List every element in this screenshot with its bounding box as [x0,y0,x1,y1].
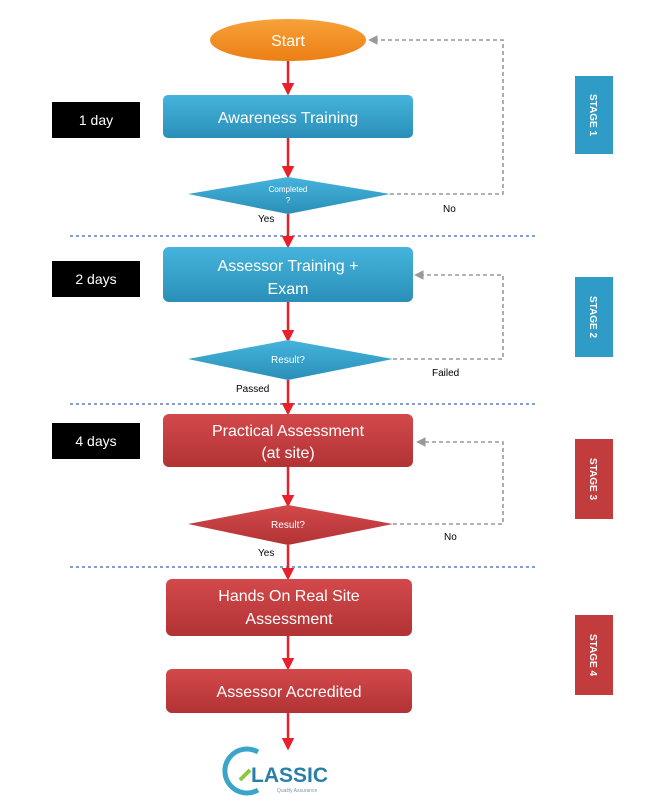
step-label: Awareness Training [218,110,358,127]
stage-3-label: STAGE 3 [587,458,598,500]
duration-label: 2 days [75,271,116,287]
decision-yes-label: Yes [258,548,274,559]
stage-2-box [575,277,613,357]
start-node [210,19,366,61]
duration-box [52,102,140,138]
decision-label: Result? [271,355,305,366]
logo-text: LASSIC [251,764,328,787]
decision-completed [188,177,390,214]
decision-result-stage3 [188,505,393,545]
stage-3-box [575,439,613,519]
decision-no-label: No [444,532,457,543]
retry-loop-stage1 [368,35,504,195]
decision-label: ? [286,196,291,205]
decision-fail-label: Failed [432,368,459,379]
step-label: (at site) [261,445,314,462]
decision-label: Result? [271,520,305,531]
stage-4-box [575,615,613,695]
step-awareness-training [163,95,413,138]
step-label: Assessor Training + [218,258,359,275]
decision-pass-label: Passed [236,384,269,395]
duration-box [52,261,140,297]
duration-label: 4 days [75,433,116,449]
logo-tagline: Quality Assurance [277,788,318,794]
duration-label: 1 day [79,112,113,128]
stage-1-box [575,76,613,154]
step-label: Practical Assessment [212,423,365,440]
stage-1-label: STAGE 1 [587,94,598,136]
decision-result-stage2 [188,340,393,380]
decision-yes-label: Yes [258,214,274,225]
step-assessor-accredited [166,669,412,713]
logo-arc-icon [222,746,260,796]
step-assessor-training [163,247,413,302]
step-label: Hands On Real Site [218,588,360,605]
retry-loop-stage3 [393,437,504,525]
stage-2-label: STAGE 2 [587,296,598,338]
decision-label: Completed [269,185,308,194]
start-label: Start [271,33,305,50]
logo-check-icon [238,768,252,782]
step-practical-assessment [163,414,413,467]
duration-box [52,423,140,459]
decision-no-label: No [443,204,456,215]
step-label: Assessor Accredited [217,684,362,701]
step-label: Assessment [245,611,333,628]
step-hands-on-assessment [166,579,412,636]
lassic-logo: LASSIC Quality Assurance [222,746,328,796]
step-label: Exam [268,281,309,298]
stage-4-label: STAGE 4 [587,634,598,676]
